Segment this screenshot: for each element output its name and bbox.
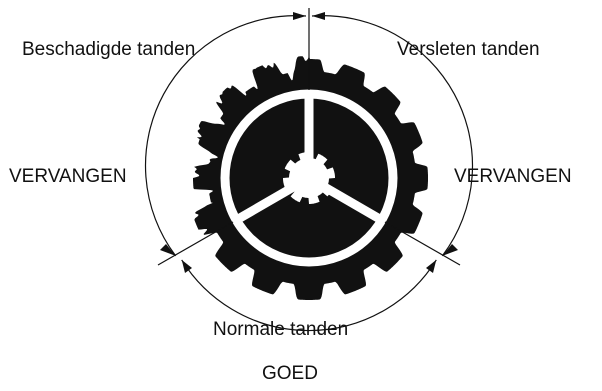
arc-bottom [181, 259, 437, 332]
arrow-left-lower [181, 259, 192, 273]
arrow-right-lower [426, 259, 437, 273]
arc-top-right [311, 15, 474, 257]
arrow-top-right [312, 12, 325, 20]
normal-teeth-label: Normale tanden [213, 319, 349, 340]
divider-left [157, 221, 234, 266]
divider-right [384, 221, 461, 266]
reference-circle [144, 15, 474, 332]
arrowheads [160, 12, 458, 273]
arrow-left-upper [160, 244, 176, 256]
divider-lines [157, 8, 461, 266]
replace-left-label: VERVANGEN [9, 166, 127, 187]
damaged-teeth-label: Beschadigde tanden [22, 39, 196, 60]
worn-teeth-label: Versleten tanden [397, 39, 540, 60]
hub [283, 152, 335, 204]
arrow-top-left [293, 12, 306, 20]
replace-right-label: VERVANGEN [454, 166, 572, 187]
arrow-right-upper [442, 244, 458, 256]
good-label: GOED [262, 363, 318, 384]
arc-top-left [144, 15, 307, 257]
